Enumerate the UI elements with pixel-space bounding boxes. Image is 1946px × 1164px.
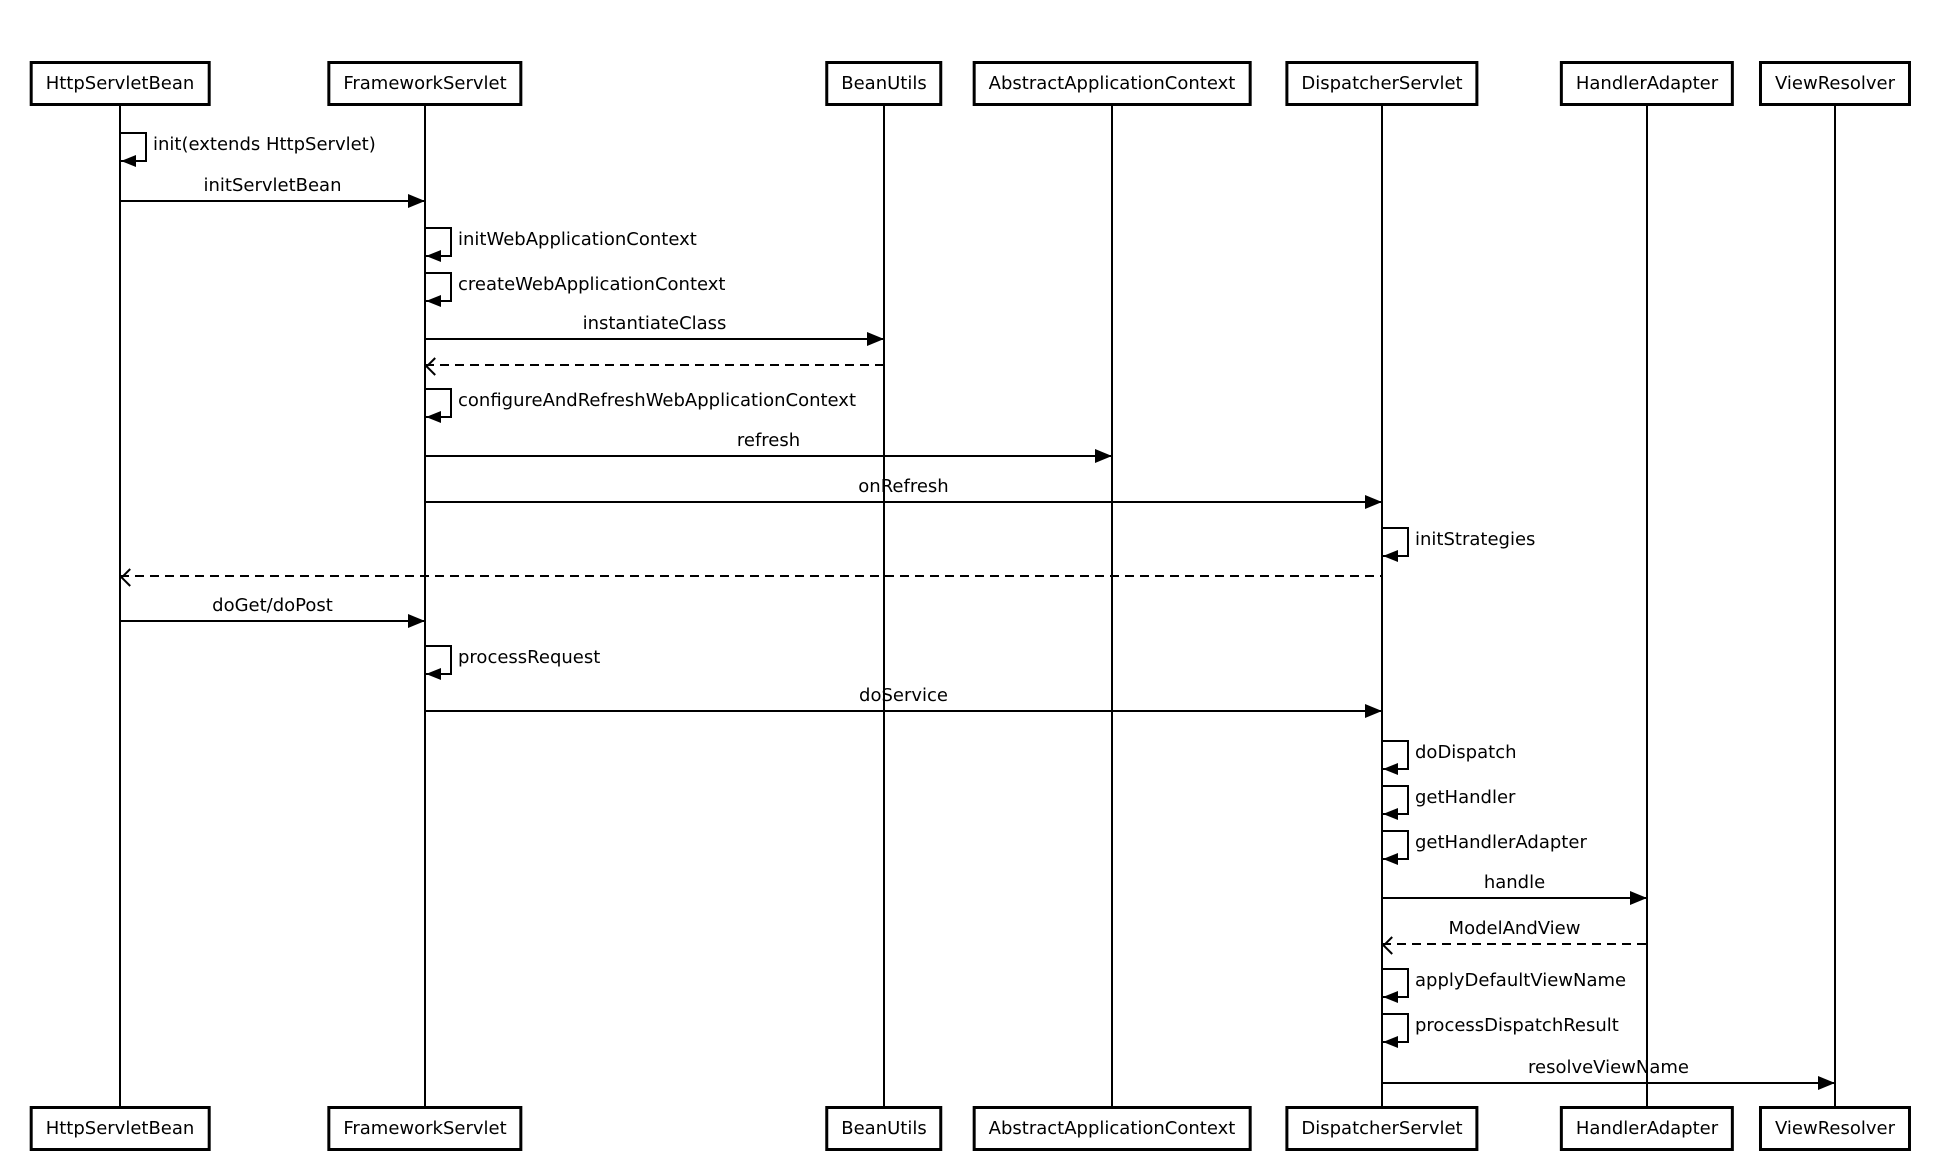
- message-line: [120, 575, 1382, 577]
- message-label: initServletBean: [203, 175, 342, 196]
- participant-top-frameworkservlet: FrameworkServlet: [327, 61, 523, 106]
- participant-top-viewresolver: ViewResolver: [1758, 61, 1912, 106]
- message-label: getHandlerAdapter: [1415, 832, 1587, 853]
- participant-top-dispatcherservlet: DispatcherServlet: [1285, 61, 1479, 106]
- arrowhead-icon: [1818, 1076, 1835, 1090]
- arrowhead-icon: [426, 668, 441, 680]
- message-line: [1382, 897, 1647, 899]
- message-label: initStrategies: [1415, 529, 1536, 550]
- lifeline-abstractapplicationcontext: [1111, 105, 1113, 1107]
- arrowhead-icon: [1383, 991, 1398, 1003]
- lifeline-httpservletbean: [119, 105, 121, 1107]
- participant-top-beanutils: BeanUtils: [825, 61, 943, 106]
- arrowhead-icon: [426, 295, 441, 307]
- message-label: handle: [1483, 872, 1546, 893]
- message-label: instantiateClass: [582, 313, 727, 334]
- message-label: doGet/doPost: [212, 595, 333, 616]
- participant-bottom-httpservletbean: HttpServletBean: [29, 1106, 211, 1151]
- message-line: [425, 710, 1382, 712]
- arrowhead-icon: [408, 194, 425, 208]
- arrowhead-icon: [426, 250, 441, 262]
- message-label: ModelAndView: [1448, 918, 1581, 939]
- arrowhead-icon: [1383, 853, 1398, 865]
- arrowhead-icon: [408, 614, 425, 628]
- message-label: processRequest: [458, 647, 601, 668]
- message-label: doDispatch: [1415, 742, 1517, 763]
- message-line: [120, 200, 425, 202]
- participant-top-handleradapter: HandlerAdapter: [1559, 61, 1735, 106]
- arrowhead-icon: [120, 568, 139, 587]
- arrowhead-icon: [121, 155, 136, 167]
- arrowhead-icon: [425, 357, 444, 376]
- message-line: [425, 364, 884, 366]
- message-label: applyDefaultViewName: [1415, 970, 1627, 991]
- participant-bottom-handleradapter: HandlerAdapter: [1559, 1106, 1735, 1151]
- arrowhead-icon: [426, 411, 441, 423]
- message-label: doService: [859, 685, 948, 706]
- message-label: init(extends HttpServlet): [153, 134, 376, 155]
- message-line: [120, 620, 425, 622]
- message-line: [425, 501, 1382, 503]
- arrowhead-icon: [1383, 1036, 1398, 1048]
- arrowhead-icon: [1383, 550, 1398, 562]
- arrowhead-icon: [1365, 704, 1382, 718]
- arrowhead-icon: [1383, 808, 1398, 820]
- message-label: resolveViewName: [1527, 1057, 1689, 1078]
- message-line: [425, 455, 1112, 457]
- participant-bottom-beanutils: BeanUtils: [825, 1106, 943, 1151]
- participant-bottom-abstractapplicationcontext: AbstractApplicationContext: [972, 1106, 1252, 1151]
- message-label: initWebApplicationContext: [458, 229, 697, 250]
- arrowhead-icon: [1630, 891, 1647, 905]
- participant-top-abstractapplicationcontext: AbstractApplicationContext: [972, 61, 1252, 106]
- message-label: onRefresh: [858, 476, 949, 497]
- participant-top-httpservletbean: HttpServletBean: [29, 61, 211, 106]
- participant-bottom-dispatcherservlet: DispatcherServlet: [1285, 1106, 1479, 1151]
- lifeline-frameworkservlet: [424, 105, 426, 1107]
- arrowhead-icon: [1095, 449, 1112, 463]
- message-label: configureAndRefreshWebApplicationContext: [458, 390, 857, 411]
- arrowhead-icon: [867, 332, 884, 346]
- message-label: getHandler: [1415, 787, 1516, 808]
- message-line: [1382, 943, 1647, 945]
- lifeline-dispatcherservlet: [1381, 105, 1383, 1107]
- participant-bottom-frameworkservlet: FrameworkServlet: [327, 1106, 523, 1151]
- message-label: createWebApplicationContext: [458, 274, 726, 295]
- message-label: processDispatchResult: [1415, 1015, 1619, 1036]
- lifeline-handleradapter: [1646, 105, 1648, 1107]
- lifeline-viewresolver: [1834, 105, 1836, 1107]
- message-label: refresh: [736, 430, 801, 451]
- message-line: [425, 338, 884, 340]
- arrowhead-icon: [1383, 763, 1398, 775]
- lifeline-beanutils: [883, 105, 885, 1107]
- arrowhead-icon: [1365, 495, 1382, 509]
- participant-bottom-viewresolver: ViewResolver: [1758, 1106, 1912, 1151]
- message-line: [1382, 1082, 1835, 1084]
